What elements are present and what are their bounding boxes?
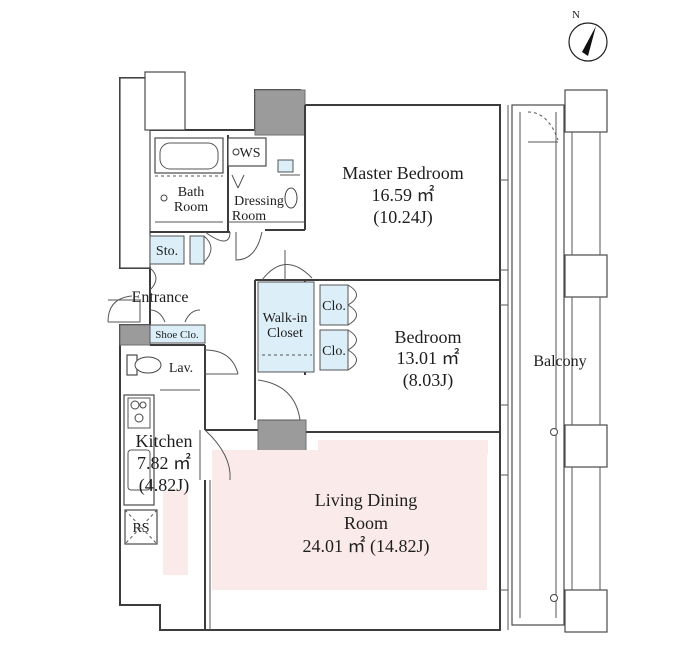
bath-label-line2: Room: [174, 200, 208, 215]
kitchen-highlight: [163, 490, 188, 575]
vanity-sink: [277, 159, 294, 173]
washbasin-icon: [284, 187, 298, 209]
pillar: [119, 324, 151, 346]
closet-lower: [319, 329, 349, 371]
bedroom-name: Bedroom: [395, 327, 462, 347]
stove-burner-icon: [134, 413, 144, 423]
kitchen-counter: [123, 394, 155, 506]
master-bedroom-area: 16.59 ㎡: [372, 184, 435, 205]
drain-icon: [550, 428, 558, 436]
walk-in-closet: [257, 250, 315, 373]
master-bedroom-name: Master Bedroom: [342, 163, 463, 183]
bedroom-tatami: (8.03J): [403, 370, 454, 391]
lavatory-label: Lav.: [169, 361, 193, 376]
ws-label: WS: [240, 146, 261, 161]
dressing-label-line1: Dressing: [234, 194, 284, 209]
living-area-highlight: [318, 440, 488, 455]
closet-upper-label: Clo.: [322, 299, 346, 314]
kitchen-area: 7.82 ㎡: [137, 452, 191, 473]
bath-room: [154, 137, 224, 223]
walkin-label-line2: Closet: [267, 326, 303, 341]
living-area: 24.01 ㎡ (14.82J): [303, 535, 430, 557]
shoe-closet-label: Shoe Clo.: [155, 329, 199, 341]
north-compass: N: [568, 9, 608, 62]
washing-machine-space: [227, 137, 267, 167]
dressing-label-line2: Room: [232, 209, 266, 224]
balcony-structure: [511, 89, 608, 633]
master-bedroom-tatami: (10.24J): [373, 207, 433, 228]
kitchen-tatami: (4.82J): [139, 475, 190, 496]
kitchen-name: Kitchen: [136, 431, 193, 451]
drain-icon: [232, 148, 240, 156]
closet-upper: [319, 284, 349, 326]
north-arrow-icon: [582, 26, 596, 56]
entrance-label: Entrance: [132, 289, 189, 306]
refrigerator-label: RS: [132, 521, 149, 536]
storage-closet: [149, 235, 185, 265]
living-name-line1: Living Dining: [315, 490, 418, 510]
living-name-line2: Room: [344, 513, 388, 533]
compass-label: N: [572, 9, 580, 21]
stove-burner-icon: [139, 401, 147, 409]
walkin-label-line1: Walk-in: [263, 311, 308, 326]
closet-lower-label: Clo.: [322, 344, 346, 359]
storage-label: Sto.: [156, 244, 178, 259]
pillar: [254, 89, 306, 136]
balcony-label: Balcony: [533, 353, 586, 370]
bedroom-area: 13.01 ㎡: [397, 347, 460, 368]
storage-closet: [189, 235, 205, 265]
bath-label-line1: Bath: [178, 185, 204, 200]
shower-icon: [160, 194, 168, 202]
shoe-closet: [149, 324, 206, 344]
toilet-icon: [126, 354, 162, 376]
drain-icon: [550, 594, 558, 602]
stove-burner-icon: [130, 400, 140, 410]
living-area-highlight: [212, 450, 487, 590]
